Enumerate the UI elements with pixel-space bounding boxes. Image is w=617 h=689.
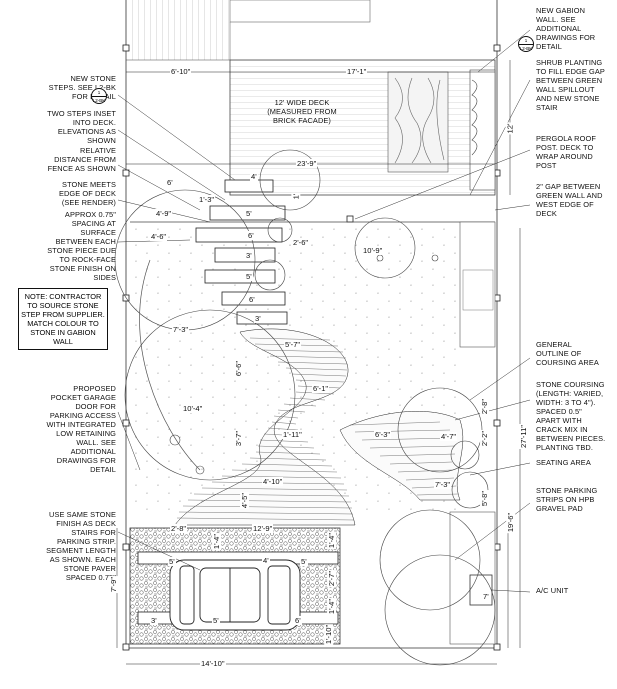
dim-label: 5'-8" [480,489,490,508]
dim-label: 23'-9" [296,159,318,168]
dim-label: 2'-8" [480,397,490,416]
dim-label: 5' [300,557,308,566]
dim-label: 27'-11" [519,423,529,450]
dim-label: 1'-11" [282,430,303,439]
dim-label: 5'-7" [284,340,302,349]
dim-label: 10'-9" [362,246,384,255]
leader-lines [117,29,531,593]
dim-label: 3' [245,251,253,260]
note-stone-meets-deck: STONE MEETS EDGE OF DECK (SEE RENDER) [58,180,116,207]
dim-label: 5' [212,616,220,625]
dim-label: 1'-3" [198,195,216,204]
dim-label: 7'-3" [172,325,190,334]
contractor-note-box: NOTE: CONTRACTOR TO SOURCE STONE STEP FR… [18,288,108,350]
dim-label: 1'-4" [212,532,222,551]
note-gap: 2" GAP BETWEEN GREEN WALL AND WEST EDGE … [536,182,603,218]
deck-label: 12' WIDE DECK (MEASURED FROM BRICK FACAD… [267,98,337,125]
dim-label: 3'-7" [234,429,244,448]
dim-label: 6'-3" [374,430,392,439]
dim-label: 19'-6" [506,511,516,534]
dim-label: 1'-4" [327,531,337,550]
dim-label: 4'-10" [262,477,284,486]
dim-label: 4' [250,172,258,181]
dim-label: 5' [245,272,253,281]
stone-coursing [174,328,464,526]
dim-label: 4'-5" [240,491,250,510]
dim-label: 4'-6" [150,232,168,241]
dim-label: 6' [248,295,256,304]
gabion-wall [469,69,496,191]
note-coursing-outline: GENERAL OUTLINE OF COURSING AREA [536,340,599,367]
main-deck [229,59,496,196]
note-seating-area: SEATING AREA [536,458,591,467]
dim-label: 3' [254,314,262,323]
note-two-steps-inset: TWO STEPS INSET INTO DECK. ELEVATIONS AS… [47,109,116,145]
dim-label: 4' [262,556,270,565]
note-approx-spacing: APPROX 0.75" SPACING AT SURFACE BETWEEN … [47,210,116,282]
dim-label: 6'-6" [234,359,244,378]
planting-strip [459,221,496,348]
dim-label: 12'-9" [252,524,274,533]
note-garage-door: PROPOSED POCKET GARAGE DOOR FOR PARKING … [46,384,116,474]
dim-label: 7' [482,592,490,601]
garden-path [139,259,201,471]
dim-label: 7'-9" [109,575,119,594]
dim-label: 2'-8" [170,524,188,533]
dim-label: 1' [291,192,301,201]
dim-label: 6'-1" [312,384,330,393]
dim-label: 1'-4" [327,597,337,616]
dim-label: 4'-9" [155,209,173,218]
dim-label: 2'-2" [480,429,490,448]
dim-label: 17'-1" [346,67,368,76]
dim-label: 10'-4" [182,404,204,413]
pergola-panel [387,71,449,173]
note-parking-strips: STONE PARKING STRIPS ON HPB GRAVEL PAD [536,486,598,513]
dim-label: 7'-3" [434,480,452,489]
note-stone-finish: USE SAME STONE FINISH AS DECK STAIRS FOR… [46,510,116,582]
note-pergola-post: PERGOLA ROOF POST. DECK TO WRAP AROUND P… [536,134,596,170]
note-shrub-planting: SHRUB PLANTING TO FILL EDGE GAP BETWEEN … [536,58,605,112]
property-lines [125,0,498,649]
dim-label: 6' [247,231,255,240]
dim-label: 2'-7" [327,569,337,588]
note-stone-coursing: STONE COURSING (LENGTH: VARIED, WIDTH: 3… [536,380,606,452]
dim-label: 3' [150,616,158,625]
dim-label: 4'-7" [440,432,458,441]
dim-label: 5' [245,209,253,218]
note-ac-unit: A/C UNIT [536,586,569,595]
dim-label: 2'-6" [292,238,310,247]
upper-deck [130,0,230,60]
dim-label: 6' [294,616,302,625]
dim-label: 14'-10" [200,659,226,668]
dim-label: 12' [505,122,515,135]
note-gabion-wall: NEW GABION WALL. SEE ADDITIONAL DRAWINGS… [536,6,596,51]
note-relative-distance: RELATIVE DISTANCE FROM FENCE AS SHOWN [47,146,116,173]
dim-label: 6' [166,178,174,187]
dim-label: 6'-10" [170,67,192,76]
coursing-lines [176,337,459,521]
dimension-lines [116,60,521,665]
dim-label: 5' [168,557,176,566]
fence-posts [122,44,501,651]
car [169,559,301,631]
dim-label: 1'-10" [324,623,334,646]
